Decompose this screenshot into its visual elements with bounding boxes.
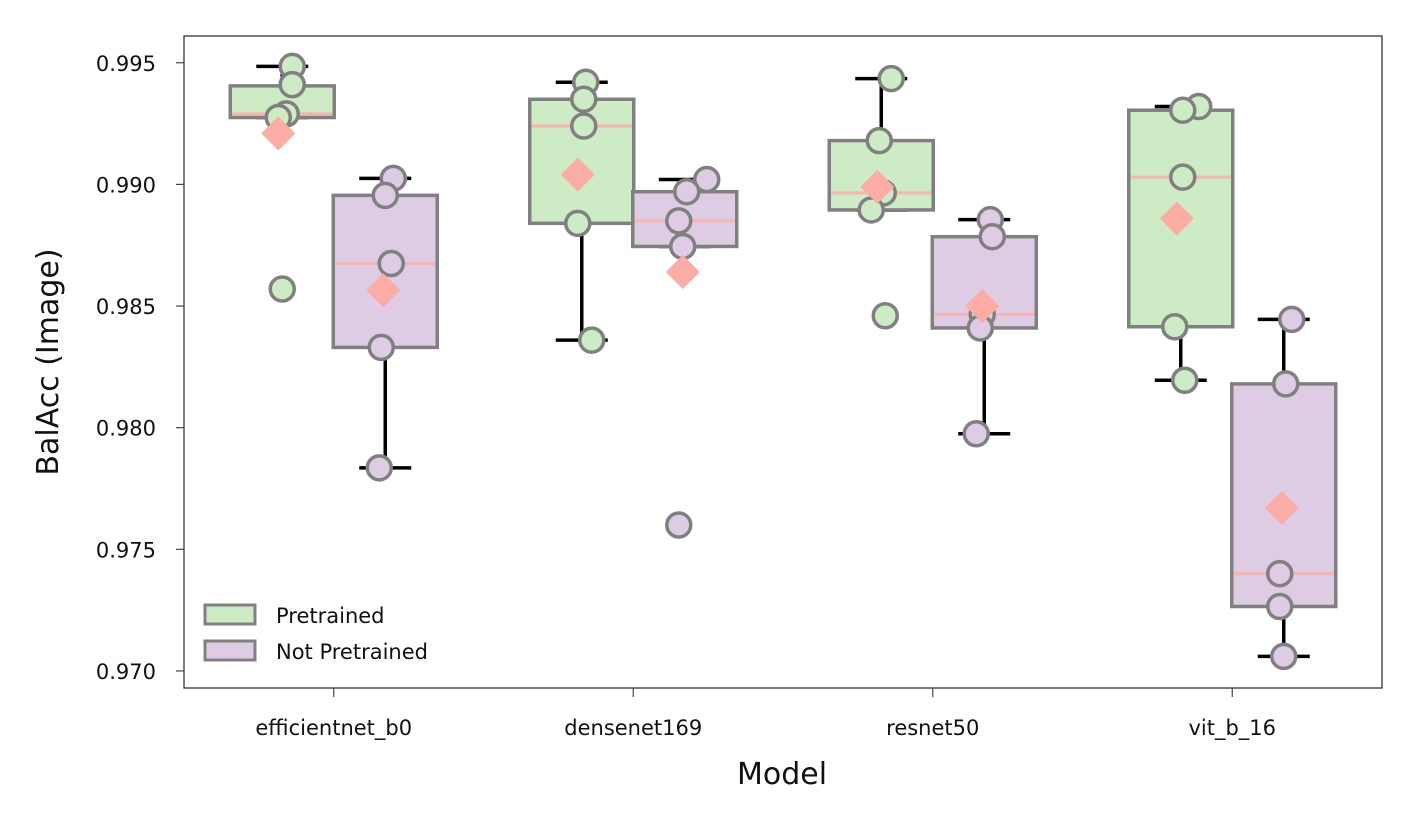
data-point <box>377 249 405 278</box>
data-point <box>371 181 399 210</box>
legend-label-not-pretrained: Not Pretrained <box>276 640 428 664</box>
data-point <box>1266 592 1294 621</box>
data-point <box>570 85 598 114</box>
data-point <box>570 112 598 140</box>
data-point <box>962 420 990 448</box>
y-tick-label: 0.975 <box>96 538 156 562</box>
data-point <box>1270 642 1298 671</box>
box-not-pretrained-vit-b-16 <box>1230 305 1338 671</box>
plot-area-frame <box>183 35 1383 689</box>
mean-marker <box>1264 490 1299 525</box>
y-axis: 0.970 0.975 0.980 0.985 0.990 0.995 <box>96 52 184 684</box>
box-pretrained-densenet169 <box>528 68 636 354</box>
data-point <box>564 209 592 238</box>
data-point <box>978 222 1006 251</box>
y-tick-label: 0.970 <box>96 660 156 684</box>
data-point <box>865 126 893 155</box>
data-point <box>278 70 306 99</box>
legend: Pretrained Not Pretrained <box>203 603 428 664</box>
y-tick-label: 0.990 <box>96 173 156 197</box>
mean-marker <box>665 254 700 289</box>
mean-marker <box>860 169 895 204</box>
mean-marker <box>261 116 296 151</box>
data-point <box>877 64 905 93</box>
mean-marker <box>560 157 595 192</box>
box-pretrained-vit-b-16 <box>1127 92 1235 394</box>
data-point <box>268 275 296 303</box>
mean-marker <box>965 289 1000 324</box>
data-point <box>1278 305 1306 334</box>
box-pretrained-resnet50 <box>827 64 935 330</box>
data-point <box>693 165 721 194</box>
box-not-pretrained-efficientnet-b0 <box>331 164 439 482</box>
legend-swatch-pretrained <box>203 603 257 626</box>
x-axis-title: Model <box>737 757 827 792</box>
data-point <box>669 232 697 261</box>
box-not-pretrained-densenet169 <box>631 165 739 539</box>
data-point <box>1169 96 1197 124</box>
data-point <box>1171 366 1199 394</box>
x-tick-label-densenet169: densenet169 <box>564 716 702 740</box>
y-tick-label: 0.995 <box>96 52 156 76</box>
legend-swatch-not-pretrained <box>203 639 257 662</box>
data-point <box>857 196 885 224</box>
data-point <box>1169 163 1197 191</box>
data-point <box>1272 370 1300 398</box>
x-tick-label-vit-b-16: vit_b_16 <box>1188 716 1276 741</box>
data-point <box>665 207 693 235</box>
plot-layer <box>228 52 1338 671</box>
x-tick-label-efficientnet-b0: efficientnet_b0 <box>255 716 412 741</box>
data-point <box>673 177 701 206</box>
data-point <box>1266 559 1294 588</box>
x-tick-label-resnet50: resnet50 <box>886 716 979 740</box>
legend-label-pretrained: Pretrained <box>276 604 385 628</box>
box-pretrained-efficientnet-b0 <box>228 52 336 303</box>
y-tick-label: 0.985 <box>96 295 156 319</box>
data-point <box>578 326 606 354</box>
mean-marker <box>1159 201 1194 236</box>
data-point <box>665 511 693 539</box>
box-not-pretrained-resnet50 <box>930 205 1038 448</box>
y-tick-label: 0.980 <box>96 417 156 441</box>
data-point <box>871 302 899 330</box>
x-axis: efficientnet_b0 densenet169 resnet50 vit_b_… <box>255 688 1276 741</box>
y-axis-title: BalAcc (Image) <box>31 248 66 475</box>
data-point <box>367 333 395 362</box>
data-point <box>1161 312 1189 341</box>
data-point <box>365 454 393 482</box>
series-not-pretrained <box>331 164 1338 671</box>
mean-marker <box>366 273 401 308</box>
series-pretrained <box>228 52 1235 394</box>
